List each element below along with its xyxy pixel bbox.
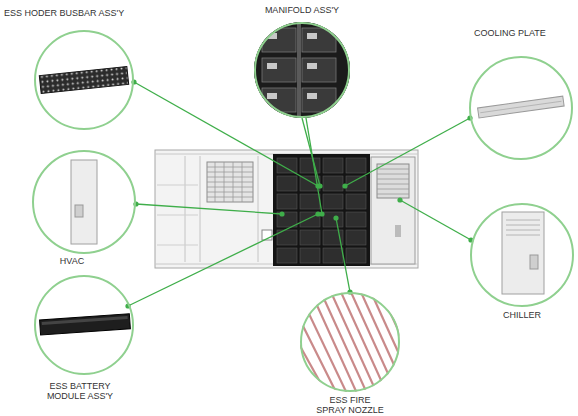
part-label: ESS HODER BUSBAR ASS'Y: [4, 8, 174, 18]
circle-outline: [254, 22, 350, 118]
part-label: ESS BATTERY MODULE ASS'Y: [40, 381, 120, 401]
circle-outline: [470, 203, 574, 307]
leader-dots: [125, 79, 473, 308]
circle-outline: [34, 30, 134, 130]
callout-circle: CHILLER: [470, 203, 574, 307]
part-label: HVAC: [42, 256, 102, 266]
callout-circle: COOLING PLATE: [469, 56, 573, 160]
part-label: CHILLER: [482, 310, 562, 320]
callout-circle: ESS BATTERY MODULE ASS'Y: [34, 275, 134, 375]
circle-outline: [32, 150, 136, 254]
callout-circle: ESS HODER BUSBAR ASS'Y: [34, 30, 134, 130]
circle-pictures: [32, 20, 574, 400]
leader-lines: [128, 82, 471, 306]
callout-circle: ESS FIRE SPRAY NOZZLE: [300, 292, 400, 392]
part-label: ESS FIRE SPRAY NOZZLE: [314, 395, 386, 415]
circle-outline: [469, 56, 573, 160]
part-label: COOLING PLATE: [474, 28, 574, 38]
circle-outline: [34, 275, 134, 375]
part-label: MANIFOLD ASS'Y: [222, 5, 382, 15]
circle-outline: [300, 292, 400, 392]
callout-circle: HVAC: [32, 150, 136, 254]
callout-circle: MANIFOLD ASS'Y: [254, 22, 350, 118]
